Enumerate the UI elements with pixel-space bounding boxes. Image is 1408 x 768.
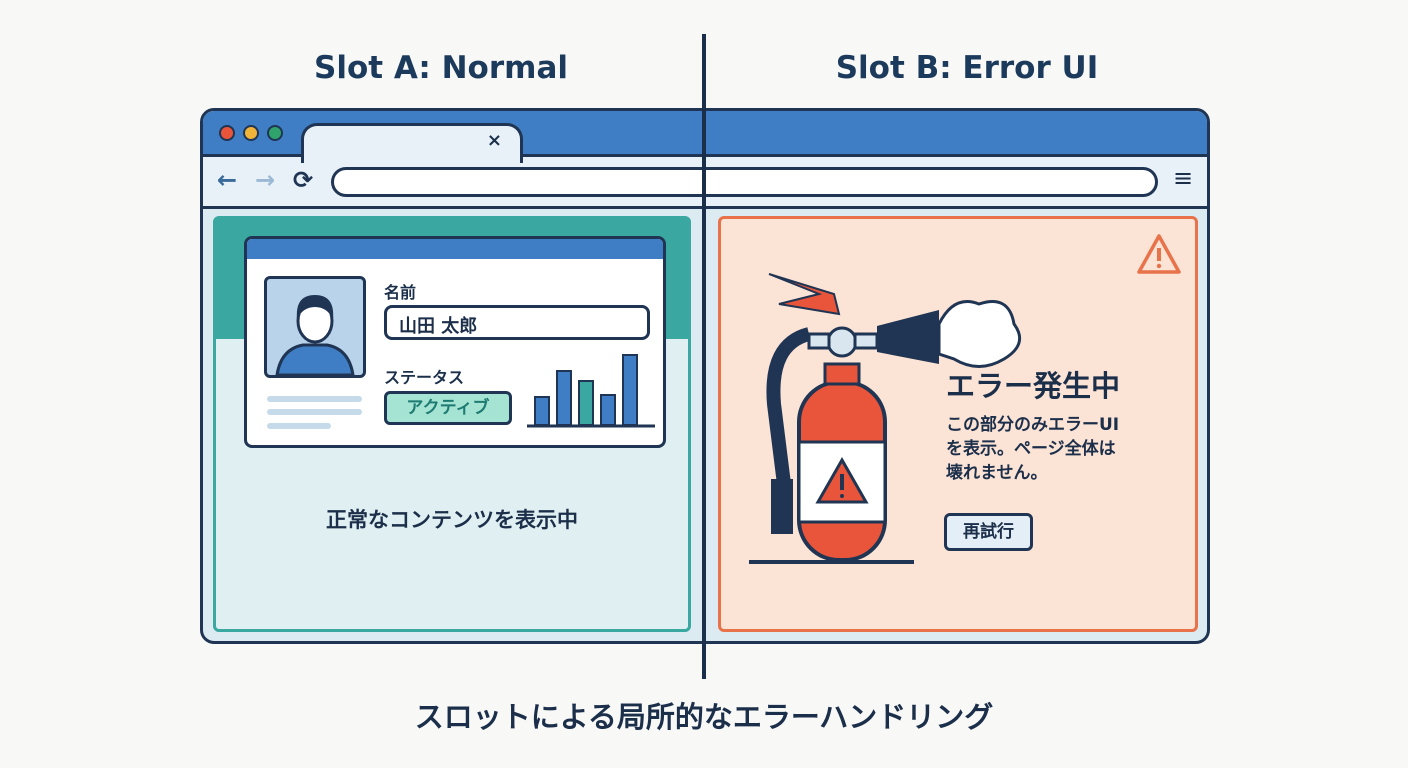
slot-b-title: Slot B: Error UI [835,50,1099,86]
maximize-window-dot[interactable] [267,125,283,141]
normal-message: 正常なコンテンツを表示中 [326,508,578,532]
fire-extinguisher-icon [749,273,1022,564]
back-icon[interactable]: ← [217,166,238,194]
slot-b-panel: エラー発生中 この部分のみエラーUI を表示。ページ全体は 壊れません。 再試行 [718,216,1198,632]
slot-a-title: Slot A: Normal [314,50,568,86]
placeholder-line [267,396,362,402]
bar [556,370,572,426]
user-icon [275,295,355,375]
bar [578,380,594,426]
status-label: ステータス [384,368,465,387]
browser-tab[interactable]: × [301,123,523,163]
error-title: エラー発生中 [946,369,1121,403]
retry-button[interactable]: 再試行 [944,513,1033,551]
close-window-dot[interactable] [219,125,235,141]
status-badge: アクティブ [384,391,512,425]
minimize-window-dot[interactable] [243,125,259,141]
reload-icon[interactable]: ⟳ [293,166,314,194]
close-icon[interactable]: × [486,130,502,151]
placeholder-line [267,409,362,415]
error-message: この部分のみエラーUI を表示。ページ全体は 壊れません。 [946,413,1176,485]
bar [534,396,550,426]
avatar [264,276,366,378]
bar [622,354,638,426]
error-message-line: 壊れません。 [946,463,1048,483]
card-header [247,239,663,259]
bar [600,394,616,426]
placeholder-line [267,423,331,429]
error-message-line: この部分のみエラーUI [946,415,1120,435]
profile-card: 名前 山田 太郎 ステータス アクティブ [244,236,666,448]
slot-a-panel: 名前 山田 太郎 ステータス アクティブ 正常なコンテンツを表示中 [213,216,691,632]
error-message-line: を表示。ページ全体は [946,439,1116,459]
name-field[interactable]: 山田 太郎 [384,305,650,340]
mini-bar-chart [527,354,655,428]
name-label: 名前 [384,283,417,302]
forward-icon[interactable]: → [255,166,276,194]
menu-icon[interactable]: ≡ [1173,164,1194,192]
address-bar[interactable] [331,167,1158,197]
warning-icon [1137,234,1181,274]
caption: スロットによる局所的なエラーハンドリング [414,700,994,734]
divider-line [702,34,706,679]
